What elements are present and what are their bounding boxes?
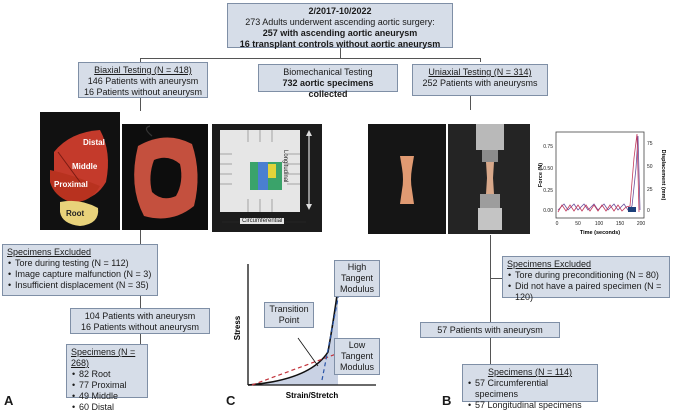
displacement-ytick: 0 <box>647 208 650 214</box>
excluded-box-b: Specimens Excluded Tore during precondit… <box>502 256 670 302</box>
photo-aortic-regions: Distal Middle Proximal Root <box>40 112 120 230</box>
low-modulus-label: Low Tangent Modulus <box>334 338 380 375</box>
specimens-b-item: 57 Circumferential specimens <box>468 378 593 400</box>
force-ytick: 0.75 <box>543 144 553 150</box>
high-modulus-line: Tangent <box>340 273 374 283</box>
connector-line <box>140 97 141 111</box>
photo-aortic-ring <box>122 124 208 230</box>
force-displacement-chart: 0.00 0.25 0.50 0.75 0 25 50 75 0 50 100 … <box>532 128 672 246</box>
biaxial-line2: 16 Patients without aneurysm <box>83 87 203 97</box>
axis-label-circumferential: Circumferential <box>240 218 285 224</box>
displacement-ytick: 25 <box>647 187 653 193</box>
force-xlabel: Time (seconds) <box>580 230 620 236</box>
date-range: 2/2017-10/2022 <box>308 6 372 16</box>
connector-line <box>470 96 471 110</box>
patients-b-line1: 57 Patients with aneurysm <box>437 325 543 335</box>
uniaxial-line1: 252 Patients with aneurysms <box>422 78 538 88</box>
excluded-a-title: Specimens Excluded <box>7 247 92 257</box>
displacement-ytick: 75 <box>647 141 653 147</box>
connector-line <box>490 278 502 279</box>
connector-line <box>140 332 141 344</box>
panel-label-c: C <box>226 393 236 408</box>
low-modulus-line: Tangent <box>340 351 374 361</box>
low-modulus-line: Modulus <box>339 362 375 372</box>
cohort-total: 273 Adults underwent ascending aortic su… <box>245 17 435 27</box>
patients-box-b: 57 Patients with aneurysm <box>420 322 560 338</box>
cohort-box: 2/2017-10/2022 273 Adults underwent asce… <box>227 3 453 49</box>
patients-a-line1: 104 Patients with aneurysm <box>84 311 196 321</box>
force-ytick: 0.50 <box>543 166 553 172</box>
time-xtick: 200 <box>637 221 646 227</box>
stress-strain-diagram: Stress Strain/Stretch Transition Point H… <box>230 258 380 406</box>
biomech-line1: Biomechanical Testing <box>283 67 373 77</box>
strain-xlabel: Strain/Stretch <box>286 391 339 400</box>
force-ytick: 0.25 <box>543 188 553 194</box>
specimens-b-item: 57 Longitudinal specimens <box>468 400 593 411</box>
panel-label-a: A <box>4 393 14 408</box>
uniaxial-box: Uniaxial Testing (N = 314) 252 Patients … <box>412 64 548 96</box>
high-modulus-line: Modulus <box>339 284 375 294</box>
region-label-distal: Distal <box>83 138 105 147</box>
excluded-a-item: Tore during testing (N = 112) <box>8 258 153 269</box>
cohort-controls: 16 transplant controls without aortic an… <box>239 39 441 49</box>
connector-line <box>480 58 481 62</box>
panel-label-b: B <box>442 393 452 408</box>
low-modulus-line: Low <box>348 340 366 350</box>
force-ylabel: Force (N) <box>538 163 544 187</box>
specimens-a-title: Specimens (N = 268) <box>71 347 136 368</box>
specimens-box-a: Specimens (N = 268) 82 Root 77 Proximal … <box>66 344 148 413</box>
displacement-ytick: 50 <box>647 164 653 170</box>
axis-label-longitudinal: Longitudinal <box>282 150 288 183</box>
specimens-a-item: 82 Root <box>72 369 143 380</box>
excluded-b-item: Tore during preconditioning (N = 80) <box>508 270 665 281</box>
excluded-a-item: Image capture malfunction (N = 3) <box>8 269 153 280</box>
connector-line <box>140 58 480 59</box>
specimens-a-item: 49 Middle <box>72 391 143 402</box>
biomech-line2: 732 aortic specimens collected <box>282 78 374 99</box>
specimens-a-item: 60 Distal <box>72 402 143 413</box>
connector-line <box>490 337 491 364</box>
uniaxial-title: Uniaxial Testing (N = 314) <box>428 67 532 77</box>
high-modulus-line: High <box>347 262 367 272</box>
transition-line: Transition <box>269 304 309 314</box>
connector-line <box>340 47 341 59</box>
time-xtick: 50 <box>575 221 581 227</box>
biaxial-title: Biaxial Testing (N = 418) <box>94 65 192 75</box>
transition-line: Point <box>278 315 300 325</box>
excluded-b-title: Specimens Excluded <box>507 259 592 269</box>
specimens-b-title: Specimens (N = 114) <box>487 367 573 377</box>
patients-box-a: 104 Patients with aneurysm 16 Patients w… <box>70 308 210 334</box>
time-xtick: 0 <box>556 221 559 227</box>
excluded-b-item: Did not have a paired specimen (N = 120) <box>508 281 665 303</box>
region-label-middle: Middle <box>72 162 98 171</box>
connector-line <box>140 58 141 62</box>
biaxial-box: Biaxial Testing (N = 418) 146 Patients w… <box>78 62 208 98</box>
force-ytick: 0.00 <box>543 208 553 214</box>
transition-point-label: Transition Point <box>264 302 314 328</box>
time-xtick: 100 <box>595 221 604 227</box>
specimens-a-item: 77 Proximal <box>72 380 143 391</box>
biaxial-line1: 146 Patients with aneurysm <box>87 76 199 86</box>
photo-uniaxial-specimen <box>368 124 446 234</box>
patients-a-line2: 16 Patients without aneurysm <box>80 322 200 332</box>
excluded-box-a: Specimens Excluded Tore during testing (… <box>2 244 158 296</box>
high-modulus-label: High Tangent Modulus <box>334 260 380 297</box>
connector-line <box>490 235 491 323</box>
photo-biaxial-rig: Longitudinal Circumferential <box>212 124 322 232</box>
stress-ylabel: Stress <box>233 315 242 340</box>
time-xtick: 150 <box>616 221 625 227</box>
region-label-root: Root <box>66 209 85 218</box>
specimens-box-b: Specimens (N = 114) 57 Circumferential s… <box>462 364 598 411</box>
displacement-ylabel: Displacement (mm) <box>660 150 666 201</box>
excluded-a-item: Insufficient displacement (N = 35) <box>8 280 153 291</box>
biomech-box: Biomechanical Testing 732 aortic specime… <box>258 64 398 99</box>
region-label-proximal: Proximal <box>54 180 88 189</box>
photo-uniaxial-rig <box>448 124 530 234</box>
cohort-aneurysm: 257 with ascending aortic aneurysm <box>262 28 418 38</box>
